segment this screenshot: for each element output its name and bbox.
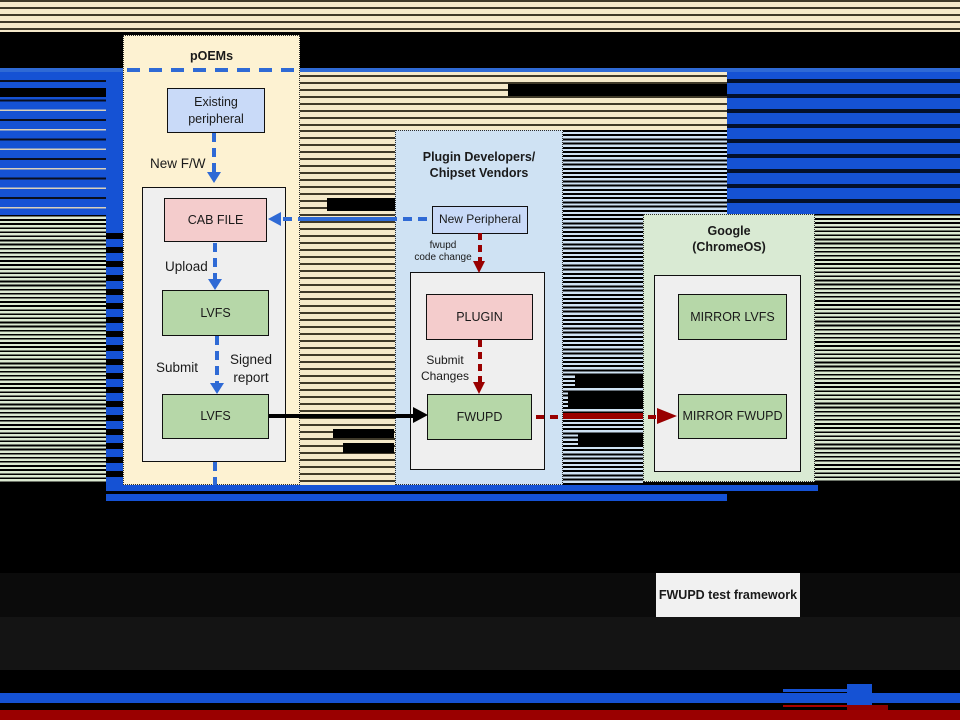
glitch-black-bar (650, 51, 960, 64)
submit-label: Submit (156, 360, 199, 375)
fwupd-box: FWUPD (427, 394, 532, 440)
glitch-black-bar (568, 392, 643, 407)
faint-band (0, 573, 960, 617)
arrow-newperipheral-to-plugin (478, 233, 482, 262)
plugin-vendors-title-line1: Plugin Developers/ (422, 150, 536, 164)
mirror-fwupd-label: MIRROR FWUPD (682, 409, 783, 424)
bottom-red-stripe-full (0, 710, 960, 720)
plugin-box: PLUGIN (426, 294, 533, 340)
lvfs-submit-box: LVFS (162, 394, 269, 439)
fwupd-label: FWUPD (456, 409, 503, 424)
arrow-plugin-to-fwupd (478, 340, 482, 383)
swimlane-line-dashed (127, 68, 297, 72)
mirror-lvfs-box: MIRROR LVFS (678, 294, 787, 340)
lvfs-submit-label: LVFS (200, 409, 231, 424)
arrow-fwupd-to-mirror-glitch-solid (563, 413, 643, 419)
new-peripheral-label: New Peripheral (438, 212, 522, 227)
mirror-fwupd-box: MIRROR FWUPD (678, 394, 787, 439)
arrowhead-right-red-icon (657, 408, 677, 424)
cab-file-box: CAB FILE (164, 198, 267, 242)
arrowhead-down-icon (208, 279, 222, 290)
arrowhead-down-red-icon (473, 261, 485, 273)
glitch-bluebars-right (727, 68, 960, 214)
new-peripheral-box: New Peripheral (432, 206, 528, 234)
glitch-black-bar (508, 84, 727, 96)
arrow-existing-to-cab (212, 133, 216, 173)
glitch-black-bar (578, 434, 643, 447)
glitch-blue-column-dashes (106, 225, 123, 485)
lvfs-upload-label: LVFS (200, 305, 231, 320)
glitch-stripes-lightblue-top (643, 130, 727, 215)
signed-report-label: Signed report (229, 352, 273, 386)
plugin-label: PLUGIN (456, 309, 503, 324)
cab-file-label: CAB FILE (187, 212, 244, 227)
glitch-stripes-tan-top (0, 0, 960, 32)
new-fw-label: New F/W (150, 156, 206, 171)
glitch-black-bar (327, 198, 397, 211)
arrowhead-right-black-icon (413, 407, 428, 423)
arrowhead-down-icon (207, 172, 221, 183)
bottom-red-line (783, 705, 847, 707)
arrow-cab-to-lvfs (213, 243, 217, 280)
glitch-black-bar (343, 443, 394, 453)
glitch-stripes-green-right (815, 214, 960, 482)
fwupd-code-change-label: fwupd code change (414, 240, 472, 263)
glitch-stripes-tan-mid (300, 68, 727, 130)
submit-changes-label: Submit Changes (420, 353, 470, 384)
poems-title: pOEMs (189, 49, 234, 63)
bottom-blue-bar (106, 494, 727, 501)
arrow-lvfs-to-fwupd (269, 414, 415, 418)
mirror-lvfs-label: MIRROR LVFS (690, 309, 775, 324)
glitch-black-bar (575, 374, 643, 388)
glitch-stripes-tan-column (300, 130, 395, 485)
fwupd-test-framework-label: FWUPD test framework (658, 587, 798, 602)
glitch-blue-column-solid (106, 68, 123, 225)
bottom-blue-line (783, 689, 847, 692)
arrow-newperipheral-to-cab-glitch-solid (300, 217, 397, 221)
existing-peripheral-label: Existing peripheral (188, 95, 244, 126)
dashed-line-below-panel (213, 462, 217, 485)
upload-label: Upload (165, 259, 208, 274)
glitch-black-bar (0, 88, 106, 97)
arrow-lvfs-to-lvfs (215, 336, 219, 384)
arrowhead-left-icon (268, 212, 281, 226)
glitch-stripes-green-left (0, 215, 106, 483)
glitch-black-bar (333, 429, 394, 438)
fwupd-test-framework-box: FWUPD test framework (656, 573, 800, 617)
google-title-line1: Google (707, 224, 751, 238)
lvfs-upload-box: LVFS (162, 290, 269, 336)
glitch-black-bar (0, 50, 106, 63)
existing-peripheral-box: Existing peripheral (167, 88, 265, 133)
arrowhead-down-icon (210, 383, 224, 394)
glitch-stripes-lightblue-column (563, 130, 643, 485)
swimlane-line-solid (0, 68, 960, 72)
plugin-vendors-title: Plugin Developers/ Chipset Vendors (395, 149, 563, 182)
faint-band (0, 617, 960, 670)
google-title: Google (ChromeOS) (643, 223, 815, 256)
plugin-vendors-title-line2: Chipset Vendors (429, 166, 529, 181)
arrowhead-down-red-icon (473, 382, 485, 394)
bottom-blue-bar (106, 485, 818, 491)
google-title-line2: (ChromeOS) (692, 240, 766, 255)
bottom-blue-stripe-full (0, 693, 960, 703)
